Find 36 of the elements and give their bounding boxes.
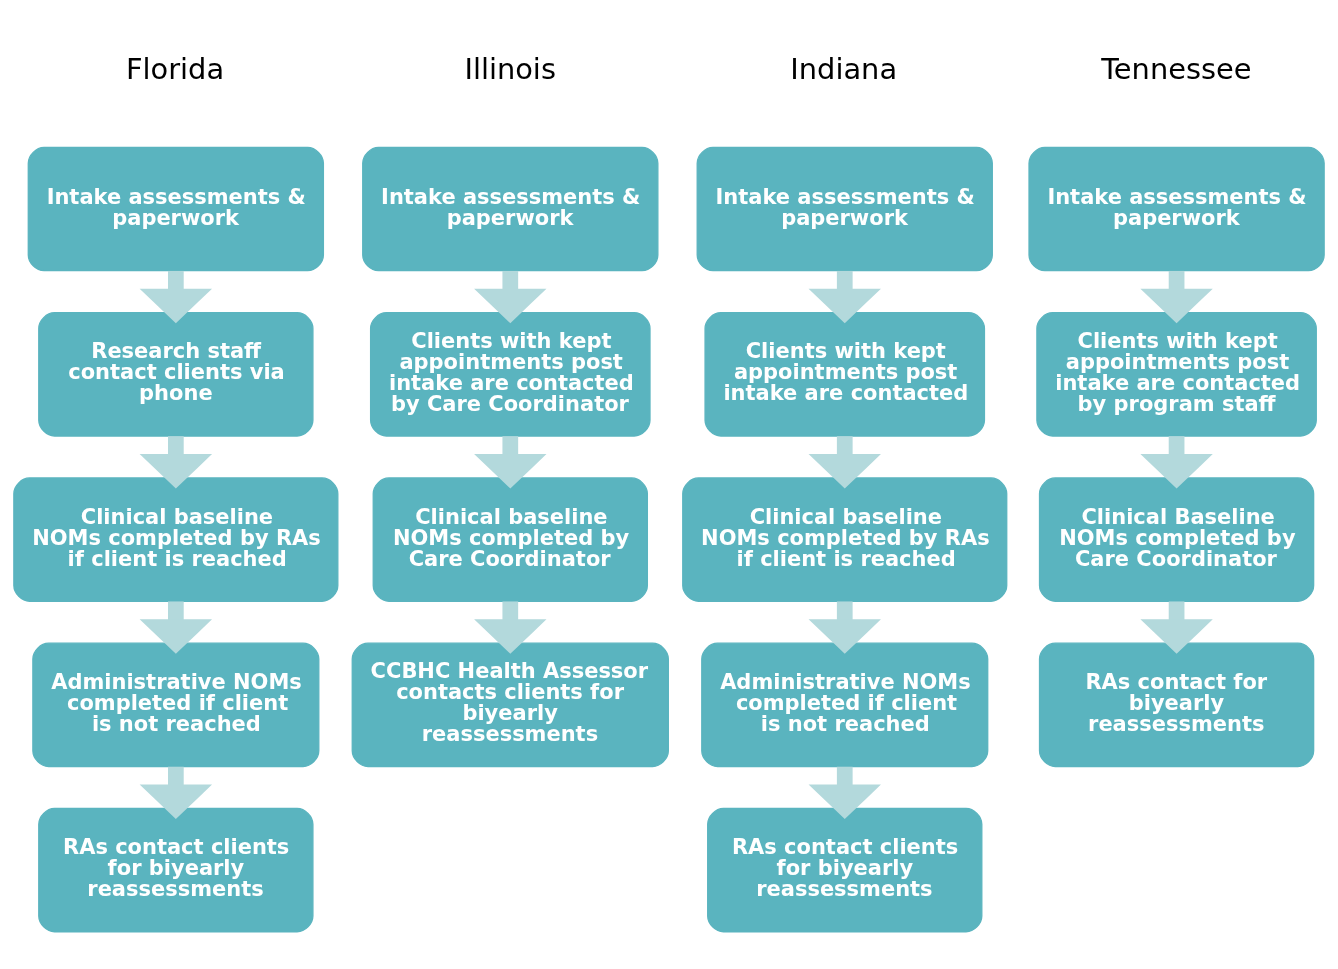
node-box: Intake assessments & paperwork — [1028, 146, 1325, 272]
node-box: RAs contact clients for biyearly reassessments — [38, 807, 314, 933]
arrow — [139, 436, 213, 489]
arrow — [139, 601, 213, 654]
arrow — [1140, 601, 1213, 654]
arrow — [474, 270, 547, 324]
node-box: Clinical baseline NOMs completed by RAs if client is reached — [682, 477, 1008, 602]
node-box: Intake assessments & paperwork — [27, 146, 325, 272]
arrow — [474, 601, 547, 654]
arrow — [1140, 436, 1213, 489]
node-box: Clients with kept appointments post intake are contacted — [704, 312, 986, 437]
node-box: Clients with kept appointments post intake are contacted by program staff — [1036, 312, 1317, 437]
node-box: Administrative NOMs completed if client is not reached — [32, 642, 320, 768]
node-box: Clients with kept appointments post intake are contacted by Care Coordinator — [369, 312, 651, 437]
arrow — [474, 436, 547, 489]
label: Indiana — [790, 51, 898, 86]
node-box: Intake assessments & paperwork — [696, 146, 993, 272]
label: Tennessee — [1101, 51, 1252, 86]
node-box: RAs contact for biyearly reassessments — [1038, 642, 1315, 768]
arrow — [139, 766, 213, 820]
node-box: CCBHC Health Assessor contacts clients for biyearly reassessments — [351, 642, 669, 768]
node-box: Intake assessments & paperwork — [362, 146, 659, 272]
node-box: Clinical baseline NOMs completed by RAs if client is reached — [13, 477, 339, 602]
arrow — [808, 766, 881, 820]
label: Florida — [126, 51, 225, 86]
node-box: Research staff contact clients via phone — [38, 312, 314, 437]
node-box: Clinical baseline NOMs completed by Care Coordinator — [372, 477, 648, 602]
arrow — [1140, 270, 1213, 324]
node-box: RAs contact clients for biyearly reassessments — [707, 807, 983, 933]
label: Illinois — [464, 51, 556, 86]
arrow — [139, 270, 213, 324]
arrow — [808, 436, 881, 489]
node-box: Clinical Baseline NOMs completed by Care Coordinator — [1038, 477, 1315, 602]
node-box: Administrative NOMs completed if client is not reached — [701, 642, 989, 768]
arrow — [808, 270, 881, 324]
arrow — [808, 601, 881, 654]
